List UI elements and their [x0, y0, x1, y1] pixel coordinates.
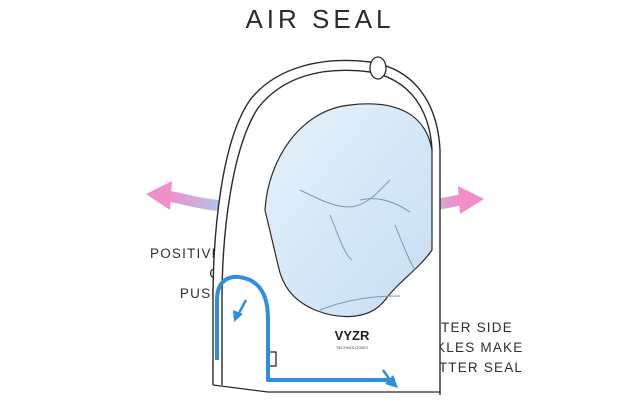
face-visor: [264, 103, 433, 318]
seal-airflow-arrow-icon: [233, 299, 398, 388]
blue-air-seal: [215, 274, 395, 382]
top-loop-icon: [369, 56, 387, 80]
logo-text: VYZR: [335, 328, 370, 343]
vyzr-logo: VYZR TECHNOLOGIES: [335, 328, 370, 350]
logo-subtext: TECHNOLOGIES: [336, 345, 368, 350]
diagram-title: AIR SEAL: [245, 4, 395, 34]
